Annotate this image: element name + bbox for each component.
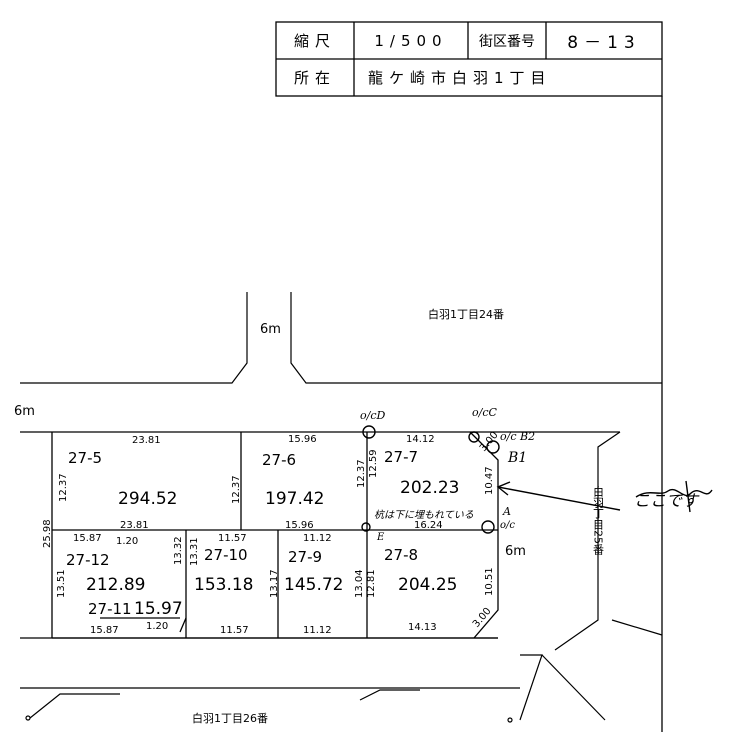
north-road-edges bbox=[20, 292, 662, 433]
annotation-occ: o/cC bbox=[472, 406, 497, 419]
annotation-a: A bbox=[502, 505, 511, 518]
north-side-road-width: 6m bbox=[260, 322, 281, 337]
annotation-note: 杭は下に埋もれている bbox=[374, 509, 474, 521]
annotation-b1: B1 bbox=[507, 450, 527, 466]
lot-27-11-area: 15.97 bbox=[134, 599, 183, 619]
lot-27-8-id: 27-8 bbox=[384, 546, 418, 564]
lot-27-5-area: 294.52 bbox=[118, 489, 177, 509]
annotation-ocd: o/cD bbox=[360, 409, 385, 422]
annotation-oc: o/c bbox=[500, 520, 515, 531]
lot-27-7-area: 202.23 bbox=[400, 478, 459, 498]
annotation-e: E bbox=[376, 532, 385, 543]
lot-27-8-area: 204.25 bbox=[398, 575, 457, 595]
dim-mid-27-5: 23.81 bbox=[120, 520, 149, 531]
lot-27-5-id: 27-5 bbox=[68, 449, 102, 467]
location-label: 所在 bbox=[293, 69, 336, 87]
lot-27-10-area: 153.18 bbox=[194, 575, 253, 595]
dim-right-27-10: 13.17 bbox=[269, 569, 280, 598]
dim-bottom-27-8: 14.13 bbox=[408, 622, 437, 633]
east-road-width: 6m bbox=[505, 544, 526, 559]
dim-bottom-27-9: 11.12 bbox=[303, 625, 332, 636]
lot-27-9-area: 145.72 bbox=[284, 575, 343, 595]
dim-left-27-12: 13.51 bbox=[56, 569, 67, 598]
dim-left-27-7: 12.37 bbox=[356, 459, 367, 488]
south-road-edges bbox=[20, 637, 606, 723]
dim-left-27-10: 13.31 bbox=[189, 537, 200, 566]
dim-top-27-12b: 1.20 bbox=[116, 536, 138, 547]
dim-mid-27-6: 15.96 bbox=[285, 520, 314, 531]
dim-top-27-12: 15.87 bbox=[73, 533, 102, 544]
lot-27-12-id: 27-12 bbox=[66, 551, 110, 569]
parcel-lines bbox=[51, 431, 499, 639]
lot-27-6-id: 27-6 bbox=[262, 451, 296, 469]
dim-right-27-8: 10.51 bbox=[484, 567, 495, 596]
lot-27-12-area: 212.89 bbox=[86, 575, 145, 595]
dim-top-27-10: 11.57 bbox=[218, 533, 247, 544]
dim-left-27-8: 13.04 bbox=[354, 569, 365, 598]
east-road-edges bbox=[554, 431, 663, 651]
header-table-frame bbox=[275, 21, 663, 732]
scale-label: 縮尺 bbox=[293, 32, 336, 50]
dim-top-27-5: 23.81 bbox=[132, 435, 161, 446]
dim-mid-27-7: 16.24 bbox=[414, 520, 443, 531]
lot-27-7-id: 27-7 bbox=[384, 448, 418, 466]
dim-bottom-27-12b: 1.20 bbox=[146, 621, 168, 632]
dim-left-27-5: 12.37 bbox=[58, 473, 69, 502]
block-east-label: 白羽丁目25番 bbox=[592, 485, 605, 556]
dim-left-27-7b: 12.59 bbox=[368, 449, 379, 478]
dim-right-27-7: 10.47 bbox=[484, 466, 495, 495]
block-number-label: 街区番号 bbox=[479, 33, 535, 50]
dim-right-27-12: 13.32 bbox=[173, 536, 184, 565]
location-value: 龍ケ崎市白羽1丁目 bbox=[368, 69, 552, 87]
scale-value: 1/500 bbox=[374, 31, 448, 50]
lot-27-11-id: 27-11 bbox=[88, 600, 132, 618]
block-north-label: 白羽1丁目24番 bbox=[428, 307, 504, 321]
dim-bottom-27-10: 11.57 bbox=[220, 625, 249, 636]
block-number-value: 8－13 bbox=[567, 33, 641, 53]
dim-top-27-7: 14.12 bbox=[406, 434, 435, 445]
west-road-width: 6m bbox=[14, 404, 35, 419]
lot-27-6-area: 197.42 bbox=[265, 489, 324, 509]
annotation-here: ここです bbox=[634, 491, 700, 510]
lot-27-9-id: 27-9 bbox=[288, 548, 322, 566]
dim-top-27-9: 11.12 bbox=[303, 533, 332, 544]
dim-left-27-8b: 12.81 bbox=[366, 569, 377, 598]
dim-bottom-27-12: 15.87 bbox=[90, 625, 119, 636]
dim-right-27-5: 12.37 bbox=[231, 475, 242, 504]
lot-27-10-id: 27-10 bbox=[204, 546, 248, 564]
annotation-ocb2: o/c B2 bbox=[500, 430, 535, 443]
dim-overall-left: 25.98 bbox=[42, 519, 53, 548]
block-south-label: 白羽1丁目26番 bbox=[192, 711, 268, 725]
hand-markers bbox=[361, 425, 713, 534]
dim-corner-bottom: 3.00 bbox=[471, 606, 494, 630]
dim-top-27-6: 15.96 bbox=[288, 434, 317, 445]
